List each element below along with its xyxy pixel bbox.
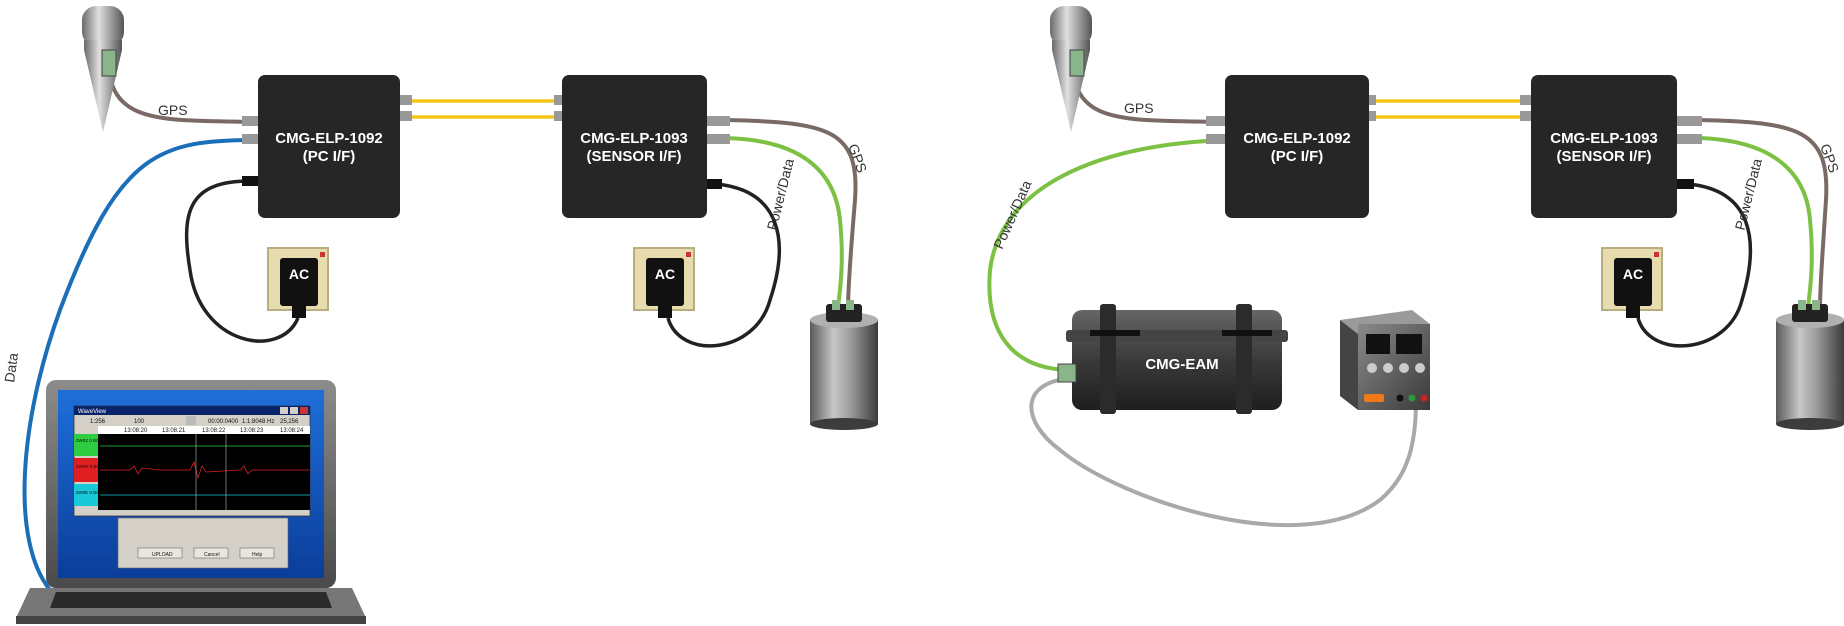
data-label-left: Data (1, 352, 21, 384)
eam-case: CMG-EAM (1057, 304, 1288, 414)
psu-cable (1029, 376, 1418, 528)
cancel-button[interactable] (193, 547, 229, 559)
gps-label-left-2: GPS (845, 142, 870, 175)
sensor-if-right-sub: (SENSOR I/F) (1556, 148, 1651, 165)
eam-label: CMG-EAM (1145, 356, 1218, 373)
channel-n[interactable]: 2W0N 0 BGN0N (76, 464, 109, 469)
channel-z[interactable]: 2W0Z 0 BGN0Z (76, 438, 108, 443)
toolbar-count: 25,256 (280, 419, 299, 425)
ac-cable-left-2 (666, 182, 781, 348)
pc-if-right-sub: (PC I/F) (1271, 148, 1324, 165)
time-3: 13:08:23 (240, 428, 264, 434)
pause-icon[interactable] (186, 416, 196, 425)
time-2: 13:08:22 (202, 428, 226, 434)
time-1: 13:08:21 (162, 428, 186, 434)
pc-if-left-name: CMG-ELP-1092 (275, 130, 383, 147)
pc-if-left-sub: (PC I/F) (303, 148, 356, 165)
ac-outlet-left-2: AC (633, 247, 695, 318)
power-data-cable-right-1 (987, 138, 1227, 372)
ac-outlet-left-1: AC (267, 247, 329, 318)
pc-interface-box-right: CMG-ELP-1092 (PC I/F) (1206, 75, 1376, 218)
sensor-interface-box-left: CMG-ELP-1093 (SENSOR I/F) (554, 75, 730, 218)
sensor-interface-box-right: CMG-ELP-1093 (SENSOR I/F) (1520, 75, 1702, 218)
upload-label: UPLOAD (152, 552, 173, 558)
upload-button[interactable] (137, 547, 183, 559)
ac-cable-left-1 (184, 179, 300, 343)
toolbar-zoom[interactable]: 1:256 (90, 419, 106, 425)
time-4: 13:08:24 (280, 428, 304, 434)
toolbar-gain[interactable]: 100 (134, 419, 145, 425)
time-0: 13:08:20 (124, 428, 148, 434)
power-data-label-right-2: Power/Data (1732, 157, 1765, 232)
window-close-icon[interactable] (300, 407, 308, 414)
power-data-cable-left (725, 136, 844, 311)
power-supply (1340, 310, 1430, 410)
pc-if-right-name: CMG-ELP-1092 (1243, 130, 1351, 147)
gps-antenna-right (1050, 6, 1092, 132)
seismometer-right (1776, 300, 1844, 430)
cancel-label: Cancel (204, 552, 220, 558)
help-button[interactable] (239, 547, 275, 559)
power-data-label-left: Power/Data (764, 157, 797, 232)
gps-label-right-1: GPS (1124, 100, 1154, 116)
ac-left-2-label: AC (655, 266, 675, 282)
help-label: Help (252, 552, 263, 558)
power-data-cable-right-2 (1697, 136, 1814, 311)
sensor-if-left-sub: (SENSOR I/F) (586, 148, 681, 165)
toolbar-rate: 1:1:8048 Hz (242, 419, 274, 425)
gps-cable-right-2 (1697, 118, 1829, 311)
ac-cable-right (1636, 182, 1753, 348)
window-minimize-icon[interactable] (280, 407, 288, 414)
data-cable-left (22, 138, 259, 592)
sensor-if-right-name: CMG-ELP-1093 (1550, 130, 1658, 147)
ac-right-label: AC (1623, 266, 1643, 282)
window-maximize-icon[interactable] (290, 407, 298, 414)
laptop: WaveView 1:256 100 00:00:0400 1:1:8048 H… (16, 380, 366, 624)
power-data-label-right-1: Power/Data (990, 178, 1034, 252)
seismometer-left (810, 300, 878, 430)
gps-antenna-left (82, 6, 124, 132)
ac-left-1-label: AC (289, 266, 309, 282)
sensor-if-left-name: CMG-ELP-1093 (580, 130, 688, 147)
waveview-title: WaveView (78, 409, 107, 415)
pc-interface-box-left: CMG-ELP-1092 (PC I/F) (242, 75, 412, 218)
gps-cable-left-2 (725, 118, 858, 311)
gps-label-left-1: GPS (158, 102, 188, 118)
ac-outlet-right: AC (1601, 247, 1663, 318)
toolbar-time: 00:00:0400 (208, 419, 239, 425)
channel-e[interactable]: 2W0E 0 BGN0E (76, 490, 109, 495)
